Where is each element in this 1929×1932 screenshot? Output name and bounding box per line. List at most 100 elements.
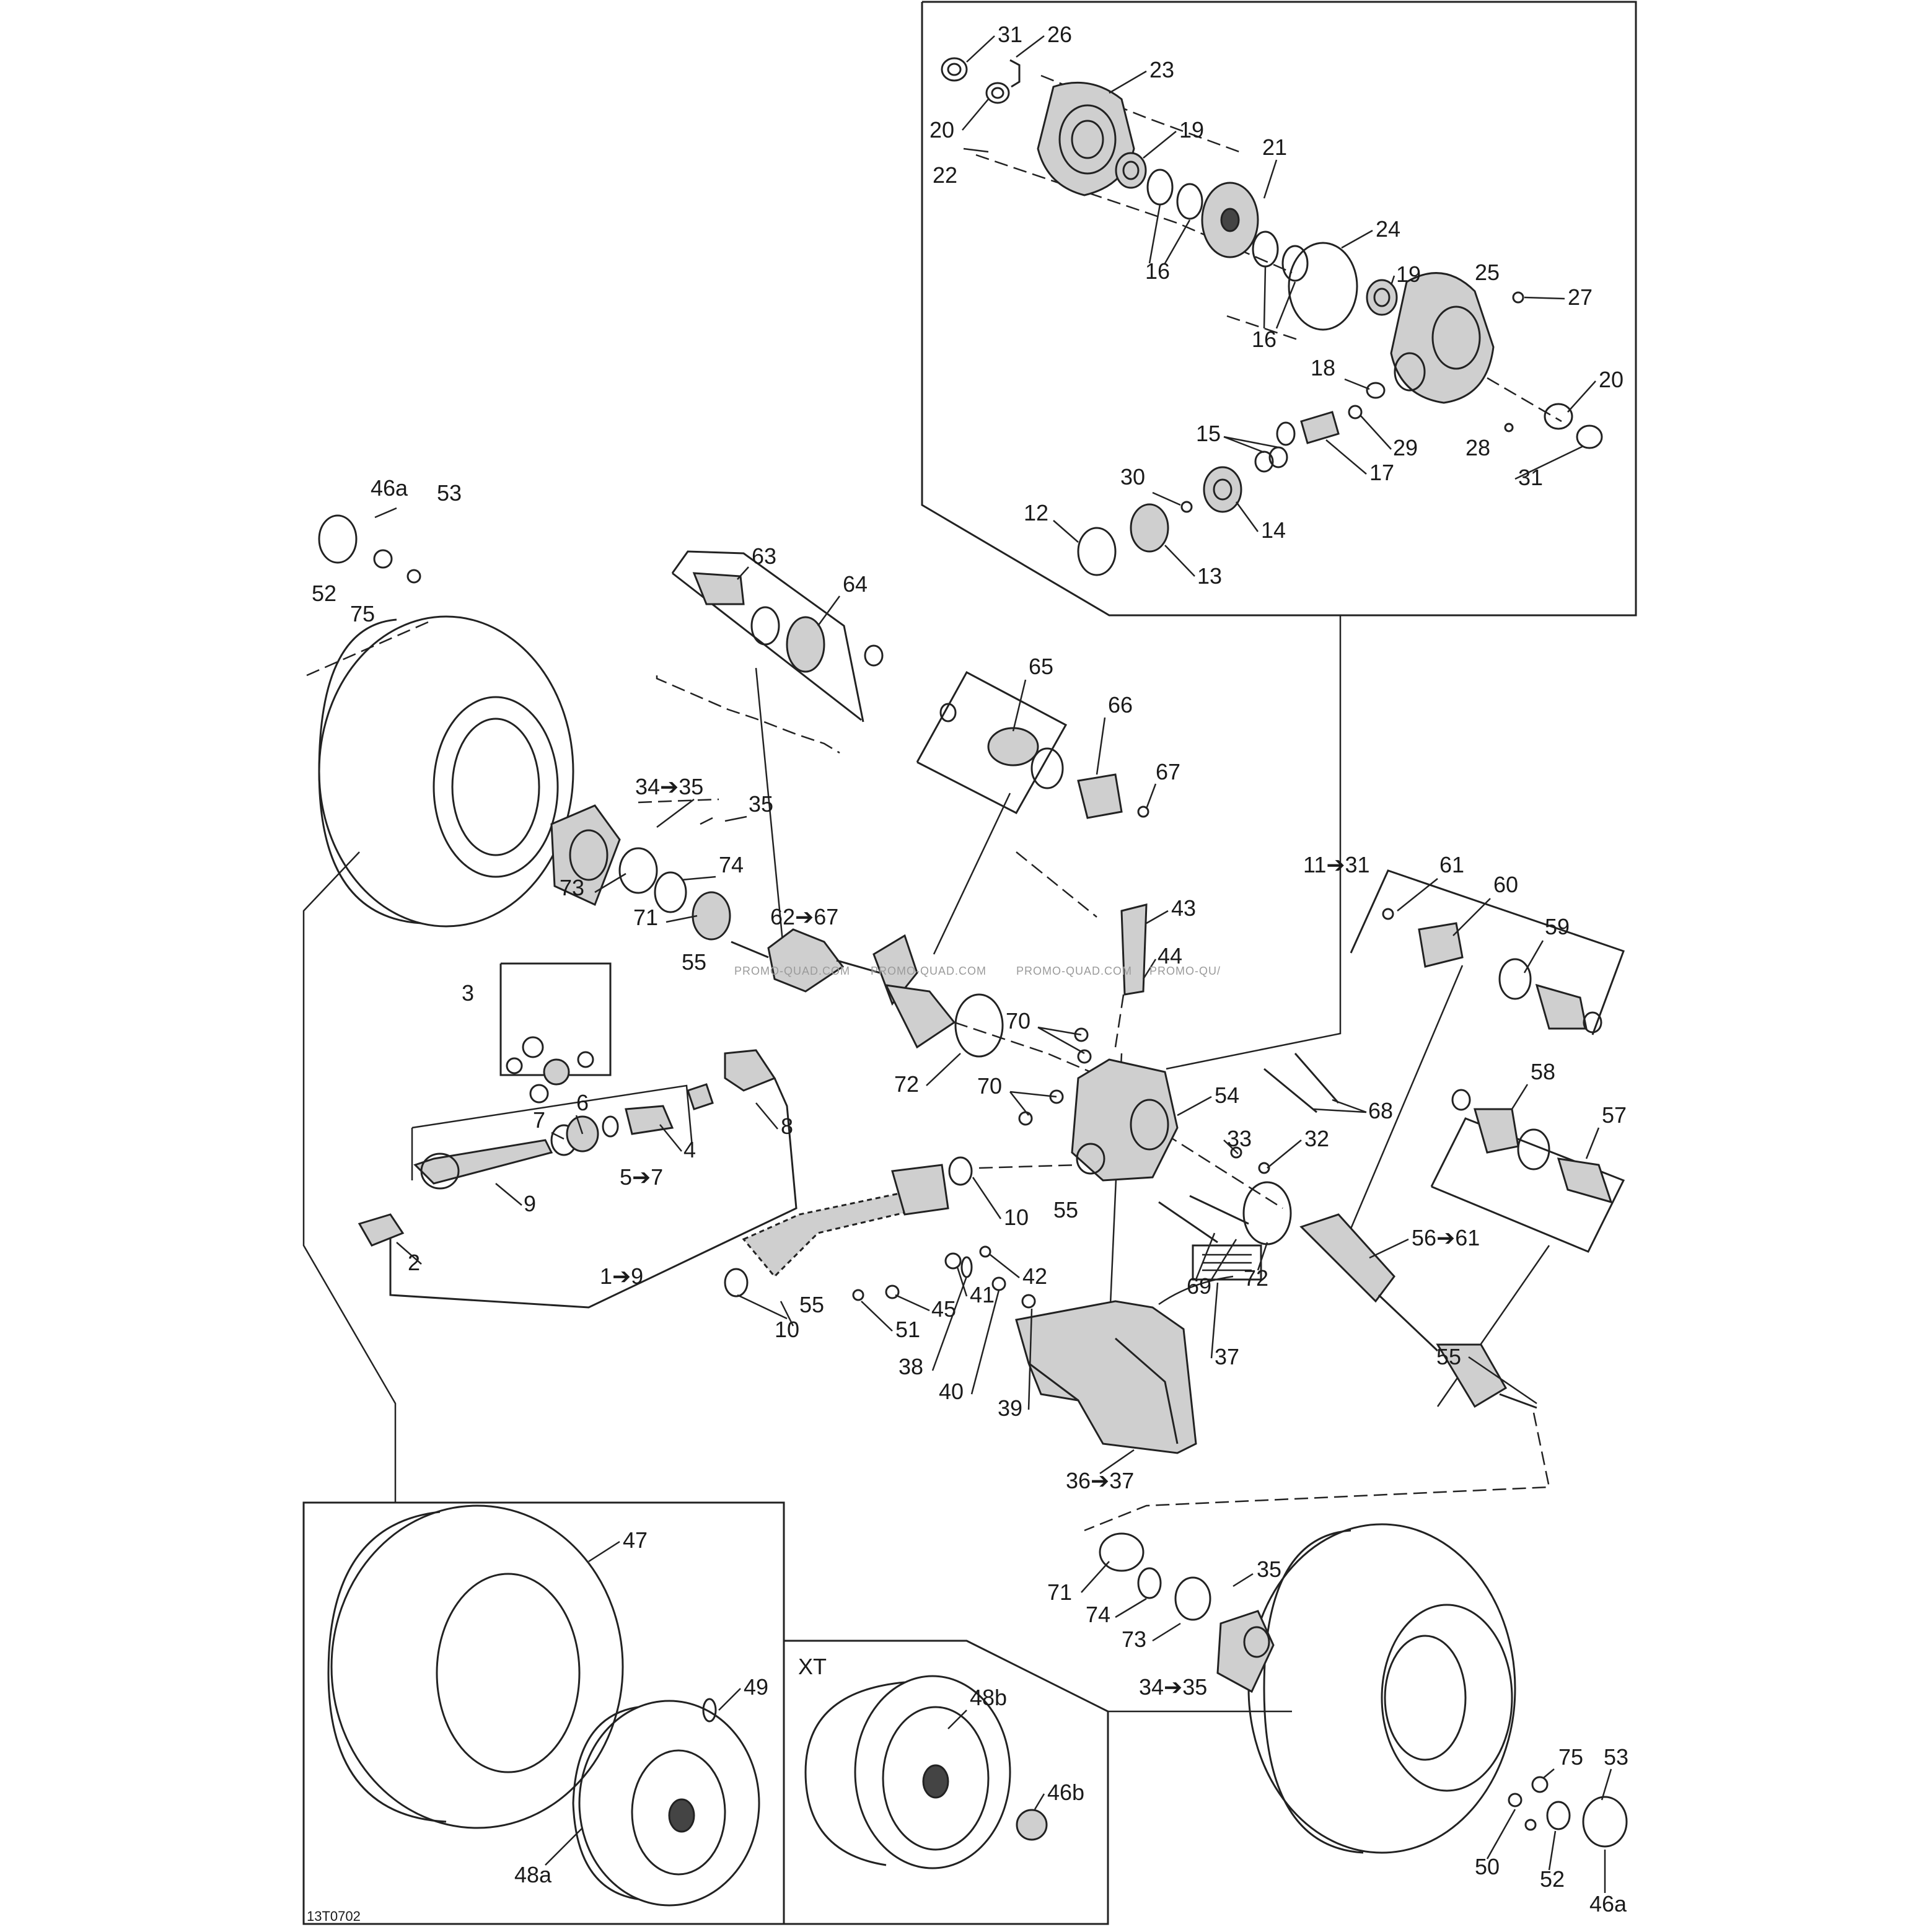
callout-7: 7 <box>533 1107 545 1133</box>
callout-47: 47 <box>623 1527 648 1553</box>
callout-75-top: 75 <box>350 601 375 626</box>
watermark-4: PROMO-QU/ <box>1149 965 1221 977</box>
rear-propeller-shaft <box>724 1156 991 1301</box>
callout-66: 66 <box>1108 692 1133 718</box>
callout-10b: 10 <box>775 1317 799 1342</box>
callout-43: 43 <box>1171 895 1196 921</box>
callout-29: 29 <box>1393 435 1418 460</box>
callout-1-9: 1➔9 <box>600 1263 643 1289</box>
callout-72a: 72 <box>894 1071 919 1097</box>
callout-53-top: 53 <box>437 480 462 506</box>
variant-label-xt: XT <box>798 1654 827 1679</box>
callout-73-bot: 73 <box>1122 1627 1146 1652</box>
callout-39: 39 <box>998 1395 1022 1421</box>
callout-13: 13 <box>1197 563 1222 589</box>
differential-parts <box>941 57 1603 576</box>
callout-8: 8 <box>781 1113 793 1139</box>
callout-5-7: 5➔7 <box>620 1164 663 1190</box>
callout-18: 18 <box>1311 355 1335 380</box>
rear-axle-shaft <box>1242 1181 1537 1409</box>
callout-25: 25 <box>1475 260 1500 285</box>
callout-27: 27 <box>1568 284 1593 310</box>
callout-55b: 55 <box>1053 1197 1078 1223</box>
callout-63: 63 <box>752 543 776 569</box>
callout-15: 15 <box>1196 421 1221 446</box>
alloy-rim-variant <box>804 1675 1048 1869</box>
callout-10a: 10 <box>1004 1205 1029 1230</box>
propeller-shaft-assembly <box>358 1036 776 1247</box>
callout-40: 40 <box>939 1379 964 1404</box>
differential-inset-frame <box>921 1 1637 617</box>
callout-55d: 55 <box>1436 1344 1461 1369</box>
callout-17: 17 <box>1369 460 1394 485</box>
callout-20a: 20 <box>929 117 954 143</box>
callout-38: 38 <box>899 1354 923 1379</box>
callout-51: 51 <box>895 1317 920 1342</box>
callout-75-bot: 75 <box>1558 1744 1583 1770</box>
callout-61: 61 <box>1439 852 1464 877</box>
callout-72b: 72 <box>1244 1265 1268 1291</box>
callout-46a-top: 46a <box>371 475 408 501</box>
callout-48a: 48a <box>514 1862 552 1887</box>
connection-lines <box>302 74 1562 1713</box>
callout-46b: 46b <box>1047 1780 1084 1805</box>
callout-62-67: 62➔67 <box>770 904 838 929</box>
callout-34-35-bot: 34➔35 <box>1139 1674 1207 1700</box>
callout-52-top: 52 <box>312 581 336 606</box>
callout-30: 30 <box>1120 464 1145 490</box>
callout-37: 37 <box>1215 1344 1239 1369</box>
callout-42: 42 <box>1022 1263 1047 1289</box>
watermark-2: PROMO-QUAD.COM <box>871 965 986 977</box>
callout-26: 26 <box>1047 22 1072 47</box>
callout-24: 24 <box>1376 216 1400 242</box>
callout-6: 6 <box>576 1090 589 1115</box>
callout-56-61: 56➔61 <box>1412 1225 1480 1250</box>
callout-34-35-top: 34➔35 <box>635 774 703 799</box>
callout-35-bot: 35 <box>1257 1557 1281 1582</box>
callout-4: 4 <box>683 1137 696 1162</box>
callout-48b: 48b <box>970 1685 1007 1710</box>
callout-64: 64 <box>843 571 868 597</box>
callout-57: 57 <box>1602 1102 1627 1128</box>
callout-3: 3 <box>462 980 474 1006</box>
callout-71-bot: 71 <box>1047 1579 1072 1605</box>
callout-11-31: 11➔31 <box>1303 852 1370 877</box>
callout-69: 69 <box>1187 1273 1211 1299</box>
callout-65: 65 <box>1029 654 1053 679</box>
callout-49: 49 <box>744 1674 768 1700</box>
differential-housing <box>1018 903 1340 1244</box>
callout-20b: 20 <box>1599 367 1624 392</box>
callout-52-bot: 52 <box>1540 1866 1565 1892</box>
callout-labels: 31 26 23 20 19 22 21 16 24 19 25 27 16 1… <box>312 22 1628 1917</box>
callout-32: 32 <box>1304 1126 1329 1151</box>
callout-19b: 19 <box>1396 261 1421 287</box>
callout-59: 59 <box>1545 914 1570 939</box>
front-axle-shaft <box>731 928 1004 1058</box>
callout-73-top: 73 <box>560 875 584 900</box>
callout-67: 67 <box>1156 759 1180 784</box>
watermark-1: PROMO-QUAD.COM <box>734 965 850 977</box>
callout-46a-bot: 46a <box>1589 1891 1627 1917</box>
callout-70a: 70 <box>1006 1008 1030 1034</box>
callout-leaders <box>396 35 1612 1893</box>
callout-21: 21 <box>1262 134 1287 160</box>
callout-35-top: 35 <box>749 791 773 817</box>
callout-41: 41 <box>970 1282 995 1307</box>
watermarks: PROMO-QUAD.COM PROMO-QUAD.COM PROMO-QUAD… <box>734 965 1221 977</box>
callout-9: 9 <box>524 1191 536 1216</box>
callout-23: 23 <box>1149 57 1174 82</box>
callout-60: 60 <box>1493 872 1518 897</box>
callout-71-top: 71 <box>633 905 658 930</box>
callout-36-37: 36➔37 <box>1066 1468 1134 1493</box>
cv-joint-kits <box>692 572 1613 1204</box>
skid-plate <box>960 1244 1262 1454</box>
callout-12: 12 <box>1024 500 1048 525</box>
callout-55a: 55 <box>682 949 706 975</box>
callout-44: 44 <box>1158 943 1182 968</box>
callout-19a: 19 <box>1179 117 1204 143</box>
drawing-code: 13T0702 <box>307 1908 361 1924</box>
rear-right-wheel <box>1099 1523 1628 1854</box>
callout-53-bot: 53 <box>1604 1744 1628 1770</box>
